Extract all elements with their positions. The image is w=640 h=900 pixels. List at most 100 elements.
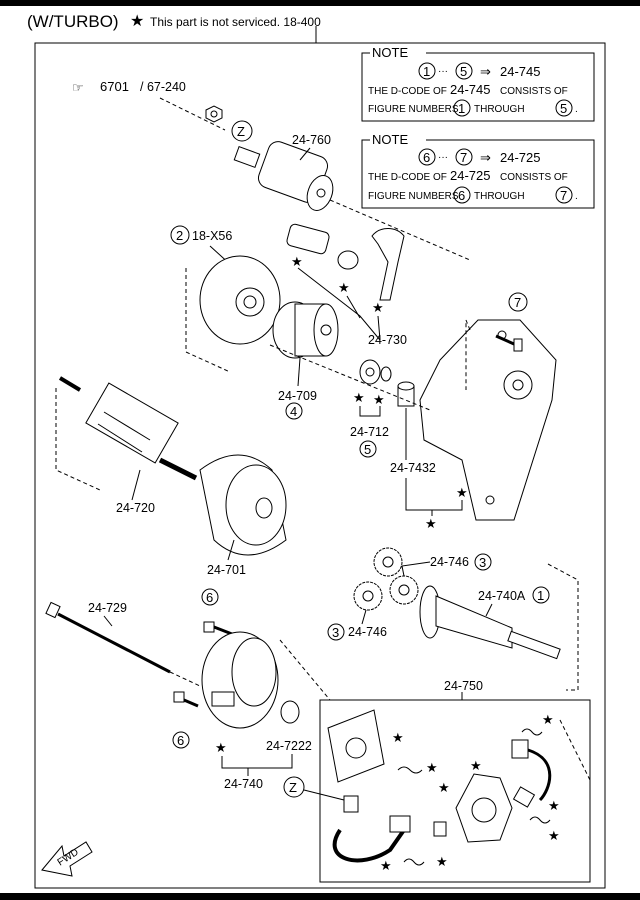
z-callout-bottom-text: Z: [289, 780, 297, 795]
leader-24-760: [299, 147, 311, 161]
callout-3-bottom-text: 3: [332, 625, 339, 640]
screw-6-top-part[interactable]: [203, 621, 233, 636]
bushing-part[interactable]: [397, 381, 415, 407]
star-750c: ★: [438, 780, 450, 795]
ref-code[interactable]: 6701: [100, 79, 129, 94]
leader-746-bottom: [361, 609, 367, 625]
callout-4-text: 4: [290, 404, 297, 419]
star-712a: ★: [353, 390, 365, 405]
leader-701: [227, 539, 235, 561]
label-24-740a: 24-740A: [478, 589, 526, 603]
label-24-712: 24-712: [350, 425, 389, 439]
label-24-729: 24-729: [88, 601, 127, 615]
front-housing-part[interactable]: [419, 319, 557, 521]
star-750h: ★: [548, 798, 560, 813]
callout-3-bottom[interactable]: [327, 623, 345, 641]
z-callout-top-text: Z: [237, 124, 245, 139]
dash-740a: [547, 563, 579, 691]
note-box-2: NOTE 6 ··· 7 ⇒ 24-725 THE D-CODE OF 24-7…: [361, 132, 595, 209]
bottom-rule: [0, 893, 640, 900]
callout-5-text: 5: [364, 442, 371, 457]
leader-712: [359, 406, 381, 417]
callout-6-top-text: 6: [206, 590, 213, 605]
brush-right-part[interactable]: [511, 739, 552, 808]
callout-2-text: 2: [176, 228, 183, 243]
label-24-730: 24-730: [368, 333, 407, 347]
pinion-part[interactable]: [272, 301, 339, 359]
screw-6-bottom-part[interactable]: [173, 691, 199, 708]
planetary-gear-upper[interactable]: [373, 547, 403, 577]
gear-housing-part[interactable]: [199, 255, 281, 345]
pointing-hand-icon[interactable]: ☞: [72, 80, 84, 95]
note1-line2-b: CONSISTS OF: [500, 86, 568, 97]
through-bolt-part[interactable]: [45, 601, 171, 674]
note2-line3-end: .: [575, 191, 578, 202]
note1-line3-end: .: [575, 104, 578, 115]
rear-cover-part[interactable]: [201, 631, 279, 729]
callout-3-top[interactable]: [474, 553, 492, 571]
dash-cover: [279, 639, 331, 701]
callout-6-bottom[interactable]: [172, 731, 190, 749]
spring-bottom-part[interactable]: [403, 858, 425, 866]
output-shaft-part[interactable]: [419, 585, 561, 660]
note1-line3-a: FIGURE NUMBERS: [368, 104, 459, 115]
callout-2[interactable]: [170, 225, 190, 245]
leader-709: [297, 357, 301, 387]
star-730c: ★: [372, 300, 384, 315]
z-callout-bottom[interactable]: [283, 776, 305, 798]
yoke-part[interactable]: [199, 454, 287, 556]
axis-mid: [269, 344, 431, 411]
bolt-7-part[interactable]: [495, 334, 523, 352]
note1-to: 5: [460, 64, 467, 79]
insulator-plate-part[interactable]: [327, 709, 385, 783]
shift-lever-part[interactable]: [371, 228, 405, 301]
callout-6-bottom-text: 6: [177, 733, 184, 748]
note2-heading: NOTE: [372, 132, 408, 147]
dash-729: [169, 671, 201, 687]
bushing-7222-part[interactable]: [280, 700, 300, 724]
note1-line2-a: THE D-CODE OF: [368, 86, 447, 97]
z-callout-top[interactable]: [231, 120, 253, 142]
dash-18-x56: [185, 268, 231, 373]
note2-dots: ···: [438, 152, 448, 163]
nut-part[interactable]: [205, 105, 223, 123]
planetary-gear-right[interactable]: [389, 575, 419, 605]
note2-from: 6: [423, 150, 430, 165]
bracket-740: [221, 754, 293, 769]
plunger-part[interactable]: [286, 223, 359, 270]
ref-sub[interactable]: / 67-240: [140, 80, 186, 94]
solenoid-part[interactable]: [233, 139, 337, 214]
star-750e: ★: [380, 858, 392, 873]
page-title: (W/TURBO): [27, 12, 119, 31]
callout-7[interactable]: [508, 292, 528, 312]
note2-line3-through: THROUGH: [474, 191, 525, 202]
label-24-750: 24-750: [444, 679, 483, 693]
label-24-746-top: 24-746: [430, 555, 469, 569]
leader-740a: [485, 603, 493, 617]
star-750f: ★: [436, 854, 448, 869]
label-24-701: 24-701: [207, 563, 246, 577]
spring-right-part[interactable]: [521, 728, 551, 824]
note2-l3-to: 7: [560, 188, 567, 203]
armature-part[interactable]: [58, 376, 198, 481]
callout-6-top[interactable]: [201, 588, 219, 606]
note1-from: 1: [423, 64, 430, 79]
callout-7-text: 7: [514, 295, 521, 310]
brush-holder-part[interactable]: [455, 773, 513, 843]
label-24-720: 24-720: [116, 501, 155, 515]
note2-to: 7: [460, 150, 467, 165]
star-icon: ★: [130, 13, 145, 30]
brush-lead-part[interactable]: [332, 795, 447, 863]
callout-1-text: 1: [537, 588, 544, 603]
star-750a: ★: [392, 730, 404, 745]
star-7432b: ★: [425, 516, 437, 531]
callout-4[interactable]: [285, 402, 303, 420]
spring-left-part[interactable]: [397, 766, 423, 774]
callout-5[interactable]: [359, 440, 377, 458]
callout-1[interactable]: [532, 586, 550, 604]
stop-ring-part[interactable]: [359, 359, 392, 385]
note1-line3-through: THROUGH: [474, 104, 525, 115]
planetary-gear-left[interactable]: [353, 581, 383, 611]
note2-line2-a: THE D-CODE OF: [368, 172, 447, 183]
